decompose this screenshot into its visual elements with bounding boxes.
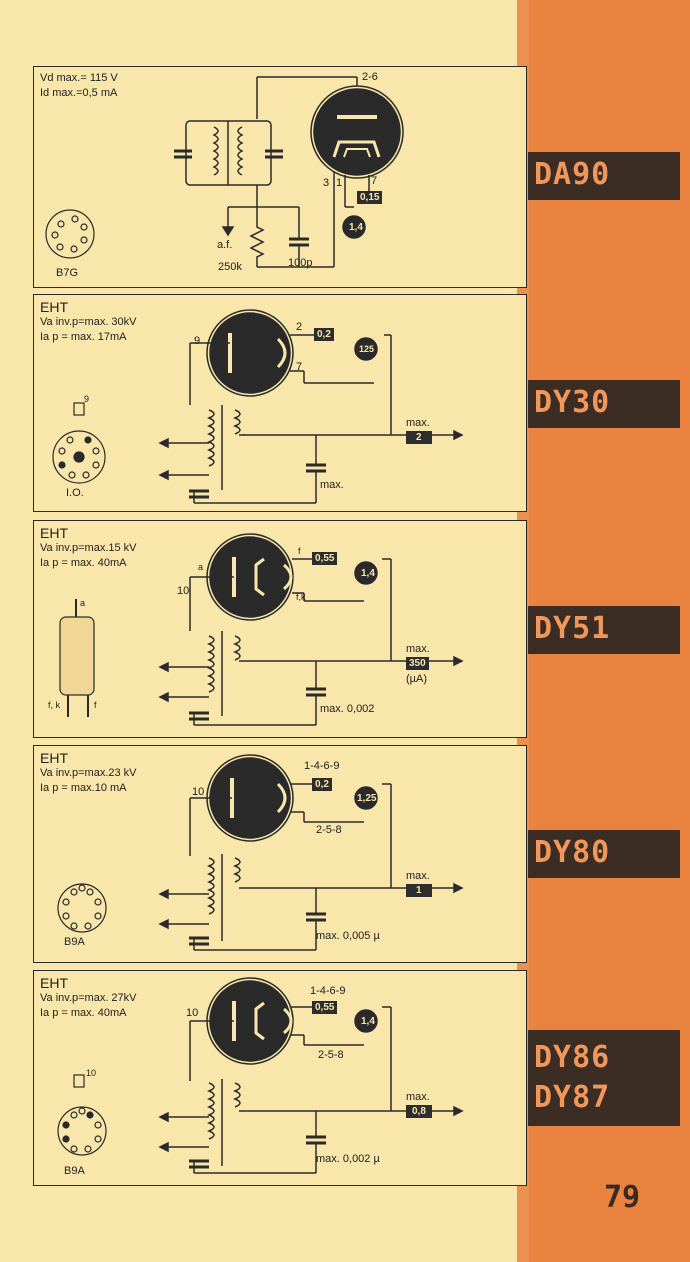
pin-label: a	[80, 598, 86, 608]
heater-current-badge: 1,25	[357, 793, 377, 804]
spec-line: Ia p = max. 40mA	[40, 1007, 127, 1019]
panel-dy86-dy87: EHT Va inv.p=max. 27kV Ia p = max. 40mA …	[33, 970, 527, 1186]
dy86-schematic	[57, 977, 464, 1174]
heater-voltage-box: 0,2	[312, 778, 332, 791]
panel-da90: Vd max.= 115 V Id max.=0,5 mA 2-6 3 1 7 …	[33, 66, 527, 288]
capacitor-label: max. 0,002	[320, 703, 375, 715]
tab-label: DY86	[534, 1040, 611, 1075]
tab-dy80[interactable]: DY80	[528, 830, 680, 878]
pin-number: 9	[84, 394, 90, 404]
resistor-label: 250k	[218, 261, 242, 273]
spec-line: Ia p = max. 40mA	[40, 557, 127, 569]
pin-label: 10	[186, 1007, 199, 1019]
spec-line: Vd max.= 115 V	[40, 72, 118, 84]
spec-line: Id max.=0,5 mA	[40, 87, 118, 99]
heater-voltage-box: 0,2	[314, 328, 334, 341]
eht-label: EHT	[40, 750, 68, 766]
pin-label: 7	[371, 175, 378, 187]
tab-dy51[interactable]: DY51	[528, 606, 680, 654]
dy51-schematic	[59, 533, 464, 726]
io-socket	[52, 402, 106, 484]
pin-label: 10	[177, 585, 190, 597]
tab-label: DY51	[534, 611, 611, 646]
heater-voltage-box: 0,15	[357, 191, 383, 204]
pin-group-label: 1-4-6-9	[310, 985, 346, 997]
b9a-socket	[57, 1074, 107, 1156]
page-number: 79	[604, 1180, 641, 1215]
pin-number: 10	[86, 1068, 97, 1078]
tab-dy30[interactable]: DY30	[528, 380, 680, 428]
output-box: 1	[406, 884, 432, 897]
capacitor-label: max. 0,002 µ	[316, 1153, 380, 1165]
pin-label: 7	[296, 361, 303, 373]
pin-group-label: 2-5-8	[318, 1049, 344, 1061]
dy80-specs: EHT Va inv.p=max.23 kV Ia p = max.10 mA	[40, 750, 137, 796]
wire-ended-tube	[59, 599, 95, 717]
socket-label: I.O.	[66, 487, 84, 499]
panel-dy80: EHT Va inv.p=max.23 kV Ia p = max.10 mA …	[33, 745, 527, 963]
b9a-socket	[57, 883, 107, 933]
spec-line: Va inv.p=max. 30kV	[40, 316, 137, 328]
panel-dy51: EHT Va inv.p=max.15 kV Ia p = max. 40mA …	[33, 520, 527, 738]
pin-label: f, k	[48, 700, 61, 710]
dy30-specs: EHT Va inv.p=max. 30kV Ia p = max. 17mA	[40, 299, 137, 345]
pin-label: f,k	[296, 592, 306, 602]
dy30-schematic	[52, 309, 464, 504]
pin-label: 1	[336, 177, 343, 189]
max-out-label: max.	[406, 417, 430, 429]
heater-current-badge: 125	[359, 344, 375, 354]
max-out-label: max.	[406, 643, 430, 655]
da90-specs: Vd max.= 115 V Id max.=0,5 mA	[40, 71, 118, 101]
pin-label: a	[198, 562, 204, 572]
heater-current-badge: 1,4	[361, 1016, 375, 1027]
output-box: 0,8	[406, 1105, 432, 1118]
af-label: a.f.	[217, 239, 233, 251]
socket-label: B7G	[56, 267, 79, 279]
eht-label: EHT	[40, 975, 68, 991]
pin-label: 2-6	[362, 71, 378, 83]
spec-line: Ia p = max.10 mA	[40, 782, 127, 794]
heater-current-badge: 1,4	[349, 222, 363, 233]
heater-voltage-box: 0,55	[312, 1001, 338, 1014]
spec-line: Va inv.p=max.15 kV	[40, 542, 137, 554]
pin-label: f	[298, 546, 301, 556]
spec-line: Va inv.p=max. 27kV	[40, 992, 137, 1004]
pin-label: 9	[194, 335, 201, 347]
tab-label-2: DY87	[534, 1080, 611, 1115]
pin-label: 10	[192, 786, 205, 798]
dy51-specs: EHT Va inv.p=max.15 kV Ia p = max. 40mA	[40, 525, 137, 571]
heater-voltage-box: 0,55	[312, 552, 338, 565]
tab-label: DY80	[534, 835, 611, 870]
unit-label: (µA)	[406, 673, 428, 685]
output-box: 350	[406, 657, 429, 670]
max-out-label: max.	[406, 1091, 430, 1103]
max-out-label: max.	[406, 870, 430, 882]
pin-label: 2	[296, 321, 303, 333]
tab-dy86-dy87[interactable]: DY86 DY87	[528, 1030, 680, 1126]
spec-line: Ia p = max. 17mA	[40, 331, 127, 343]
pin-group-label: 1-4-6-9	[304, 760, 340, 772]
pin-label: f	[94, 700, 97, 710]
tab-label: DY30	[534, 385, 611, 420]
b7g-socket	[45, 209, 95, 259]
socket-label: B9A	[64, 936, 85, 948]
capacitor-label: max.	[320, 479, 344, 491]
spec-line: Va inv.p=max.23 kV	[40, 767, 137, 779]
tab-label: DA90	[534, 157, 611, 192]
da90-schematic	[45, 76, 404, 268]
output-box: 2	[406, 431, 432, 444]
eht-label: EHT	[40, 525, 68, 541]
capacitor-label: 100p	[288, 257, 313, 269]
socket-label: B9A	[64, 1165, 85, 1177]
dy86-specs: EHT Va inv.p=max. 27kV Ia p = max. 40mA	[40, 975, 137, 1021]
tab-da90[interactable]: DA90	[528, 152, 680, 200]
pin-label: 3	[323, 177, 330, 189]
panel-dy30: EHT Va inv.p=max. 30kV Ia p = max. 17mA …	[33, 294, 527, 512]
pin-group-label: 2-5-8	[316, 824, 342, 836]
eht-label: EHT	[40, 299, 68, 315]
heater-current-badge: 1,4	[361, 568, 375, 579]
capacitor-label: max. 0,005 µ	[316, 930, 380, 942]
